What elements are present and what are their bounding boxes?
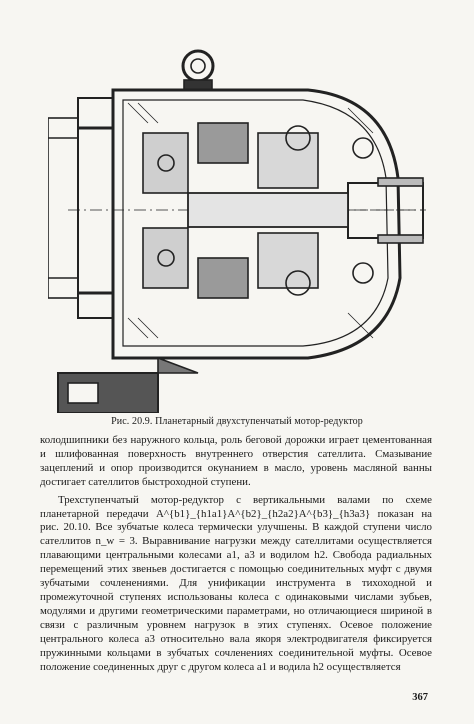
body-text: колодшипники без наружного кольца, роль …: [40, 434, 432, 674]
figure-caption: Рис. 20.9. Планетарный двухступенчатый м…: [111, 416, 363, 427]
gearbox-drawing-svg: [48, 49, 426, 413]
paragraph-2: Трехступенчатый мотор-редуктор с вертика…: [40, 493, 432, 673]
gearbox-drawing: [48, 28, 428, 413]
paragraph-1: колодшипники без наружного кольца, роль …: [40, 434, 432, 488]
page-number: 367: [412, 692, 428, 703]
